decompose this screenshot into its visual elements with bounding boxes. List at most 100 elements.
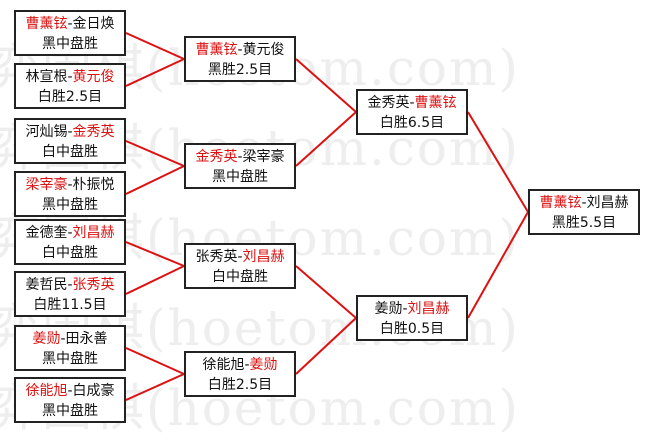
- white-player-name: 金秀英: [72, 124, 115, 140]
- match-players: 林宣根-黄元俊: [16, 67, 124, 87]
- player-separator: -: [237, 149, 243, 165]
- white-player-name: 刘昌赫: [586, 195, 629, 211]
- black-player-name: 金秀英: [195, 149, 238, 165]
- match-players: 金秀英-曹薰铉: [358, 93, 466, 113]
- black-player-name: 林宣根: [25, 69, 68, 85]
- black-player-name: 曹薰铉: [539, 195, 582, 211]
- white-player-name: 姜勋: [249, 357, 278, 373]
- white-player-name: 朴振悦: [72, 177, 115, 193]
- black-player-name: 徐能旭: [25, 383, 68, 399]
- white-player-name: 黄元俊: [72, 69, 115, 85]
- bracket-connector-line: [125, 58, 185, 87]
- match-result: 白胜0.5目: [379, 321, 445, 337]
- bracket-connectors: [125, 32, 529, 401]
- round2-match-box: 徐能旭-姜勋白胜2.5目: [184, 351, 296, 397]
- match-players: 金德奎-刘昌赫: [16, 223, 124, 243]
- black-player-name: 姜勋: [374, 301, 403, 317]
- match-result: 黑胜2.5目: [207, 62, 273, 78]
- bracket-connector-line: [125, 32, 185, 60]
- match-result: 白中盘胜: [42, 144, 98, 160]
- bracket-connector-line: [125, 140, 185, 167]
- white-player-name: 刘昌赫: [242, 249, 285, 265]
- black-player-name: 姜勋: [32, 331, 61, 347]
- black-player-name: 梁宰豪: [25, 177, 68, 193]
- round1-match-box: 姜勋-田永善黑中盘胜: [14, 325, 126, 371]
- match-players: 曹薰铉-刘昌赫: [530, 193, 638, 213]
- white-player-name: 黄元俊: [242, 42, 285, 58]
- player-separator: -: [409, 95, 415, 111]
- player-separator: -: [67, 69, 73, 85]
- round2-match-box: 曹薰铉-黄元俊黑胜2.5目: [184, 36, 296, 82]
- bracket-connector-line: [467, 111, 529, 213]
- black-player-name: 曹薰铉: [195, 42, 238, 58]
- match-result: 黑胜5.5目: [551, 215, 617, 231]
- match-result: 白胜2.5目: [37, 89, 103, 105]
- final-match-box: 曹薰铉-刘昌赫黑胜5.5目: [528, 189, 640, 235]
- match-result: 白胜2.5目: [207, 377, 273, 393]
- bracket-connector-line: [125, 347, 185, 375]
- white-player-name: 刘昌赫: [407, 301, 450, 317]
- match-result: 黑中盘胜: [212, 169, 268, 185]
- black-player-name: 姜哲民: [25, 277, 68, 293]
- match-players: 曹薰铉-金日焕: [16, 14, 124, 34]
- bracket-connector-line: [295, 317, 357, 375]
- white-player-name: 金日焕: [72, 16, 115, 32]
- round2-match-box: 张秀英-刘昌赫白中盘胜: [184, 243, 296, 289]
- round1-match-box: 徐能旭-白成豪黑中盘胜: [14, 377, 126, 423]
- player-separator: -: [67, 225, 73, 241]
- black-player-name: 金德奎: [25, 225, 68, 241]
- round1-match-box: 曹薰铉-金日焕黑中盘胜: [14, 10, 126, 56]
- player-separator: -: [237, 249, 243, 265]
- white-player-name: 刘昌赫: [72, 225, 115, 241]
- bracket-connector-line: [295, 265, 357, 319]
- white-player-name: 曹薰铉: [414, 95, 457, 111]
- match-players: 姜勋-田永善: [16, 329, 124, 349]
- match-players: 姜哲民-张秀英: [16, 275, 124, 295]
- match-result: 黑中盘胜: [42, 351, 98, 367]
- white-player-name: 白成豪: [72, 383, 115, 399]
- round1-match-box: 河灿锡-金秀英白中盘胜: [14, 118, 126, 164]
- round3-match-box: 姜勋-刘昌赫白胜0.5目: [356, 295, 468, 341]
- match-result: 白胜6.5目: [379, 115, 445, 131]
- bracket-connector-line: [125, 241, 185, 267]
- match-result: 白中盘胜: [212, 269, 268, 285]
- player-separator: -: [581, 195, 587, 211]
- round1-match-box: 金德奎-刘昌赫白中盘胜: [14, 219, 126, 265]
- player-separator: -: [67, 16, 73, 32]
- round3-match-box: 金秀英-曹薰铉白胜6.5目: [356, 89, 468, 135]
- black-player-name: 曹薰铉: [25, 16, 68, 32]
- match-players: 曹薰铉-黄元俊: [186, 40, 294, 60]
- bracket-connector-line: [125, 265, 185, 295]
- match-players: 徐能旭-白成豪: [16, 381, 124, 401]
- player-separator: -: [402, 301, 408, 317]
- bracket-connector-line: [295, 111, 357, 167]
- white-player-name: 田永善: [65, 331, 108, 347]
- match-players: 徐能旭-姜勋: [186, 355, 294, 375]
- black-player-name: 张秀英: [195, 249, 238, 265]
- bracket-connector-line: [467, 211, 529, 319]
- player-separator: -: [67, 124, 73, 140]
- match-players: 姜勋-刘昌赫: [358, 299, 466, 319]
- bracket-connector-line: [125, 373, 185, 401]
- bracket-connector-line: [295, 58, 357, 113]
- black-player-name: 金秀英: [367, 95, 410, 111]
- white-player-name: 张秀英: [72, 277, 115, 293]
- white-player-name: 梁宰豪: [242, 149, 285, 165]
- player-separator: -: [67, 277, 73, 293]
- match-players: 金秀英-梁宰豪: [186, 147, 294, 167]
- round1-match-box: 林宣根-黄元俊白胜2.5目: [14, 63, 126, 109]
- match-result: 白胜11.5目: [33, 297, 107, 313]
- black-player-name: 徐能旭: [202, 357, 245, 373]
- match-result: 黑中盘胜: [42, 197, 98, 213]
- player-separator: -: [237, 42, 243, 58]
- round1-match-box: 姜哲民-张秀英白胜11.5目: [14, 271, 126, 317]
- player-separator: -: [67, 383, 73, 399]
- match-players: 河灿锡-金秀英: [16, 122, 124, 142]
- match-players: 梁宰豪-朴振悦: [16, 175, 124, 195]
- bracket-connector-line: [125, 165, 185, 195]
- player-separator: -: [67, 177, 73, 193]
- round2-match-box: 金秀英-梁宰豪黑中盘胜: [184, 143, 296, 189]
- match-result: 黑中盘胜: [42, 403, 98, 419]
- match-result: 白中盘胜: [42, 245, 98, 261]
- black-player-name: 河灿锡: [25, 124, 68, 140]
